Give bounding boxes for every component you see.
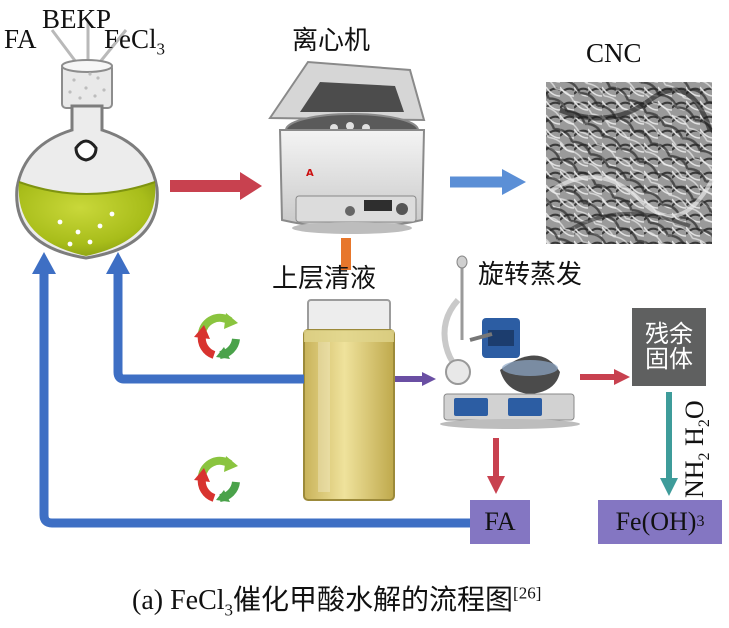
fa-output-box: FA bbox=[470, 500, 530, 544]
reagent-fa-label: FA bbox=[4, 24, 37, 54]
centrifuge-label: 离心机 bbox=[292, 26, 371, 56]
cnc-micrograph bbox=[546, 82, 714, 244]
reaction-flask bbox=[15, 59, 159, 260]
svg-text:A: A bbox=[306, 168, 314, 179]
supernatant-label: 上层清液 bbox=[272, 264, 377, 294]
recycle-icon bbox=[194, 456, 240, 502]
recycle-loop-supernatant bbox=[106, 252, 304, 384]
arrow-evaporator-to-fa bbox=[487, 438, 505, 494]
feoh3-output-box: Fe(OH)3 bbox=[598, 500, 722, 544]
supernatant-vial bbox=[303, 299, 395, 501]
arrow-vial-to-evaporator bbox=[395, 372, 436, 386]
cnc-label: CNC bbox=[586, 38, 642, 68]
centrifuge-illustration: A bbox=[268, 60, 426, 234]
arrow-evaporator-to-residue bbox=[580, 369, 630, 385]
reagent-feed-lines bbox=[50, 22, 128, 63]
residue-label-line2: 固体 bbox=[645, 345, 693, 373]
reagent-fecl3-label: FeCl3 bbox=[104, 24, 166, 59]
residue-label-line1: 残余 bbox=[645, 319, 693, 348]
reagent-bekp-label: BEKP bbox=[42, 4, 112, 34]
recycle-icon bbox=[194, 313, 240, 359]
figure-caption: (a) FeCl3催化甲酸水解的流程图[26] bbox=[132, 583, 542, 620]
arrow-centrifuge-to-supernatant bbox=[341, 238, 351, 270]
recycle-loop-fa bbox=[32, 252, 470, 528]
arrow-centrifuge-to-cnc bbox=[450, 169, 526, 195]
evaporator-label: 旋转蒸发 bbox=[478, 260, 583, 290]
residue-solid-box: 残余 固体 bbox=[632, 308, 706, 386]
rotary-evaporator-illustration bbox=[440, 255, 580, 429]
nh2-h2o-reagent-label: NH2 H2O bbox=[680, 400, 714, 498]
arrow-flask-to-centrifuge bbox=[170, 172, 262, 200]
arrow-residue-to-feoh bbox=[660, 392, 678, 496]
